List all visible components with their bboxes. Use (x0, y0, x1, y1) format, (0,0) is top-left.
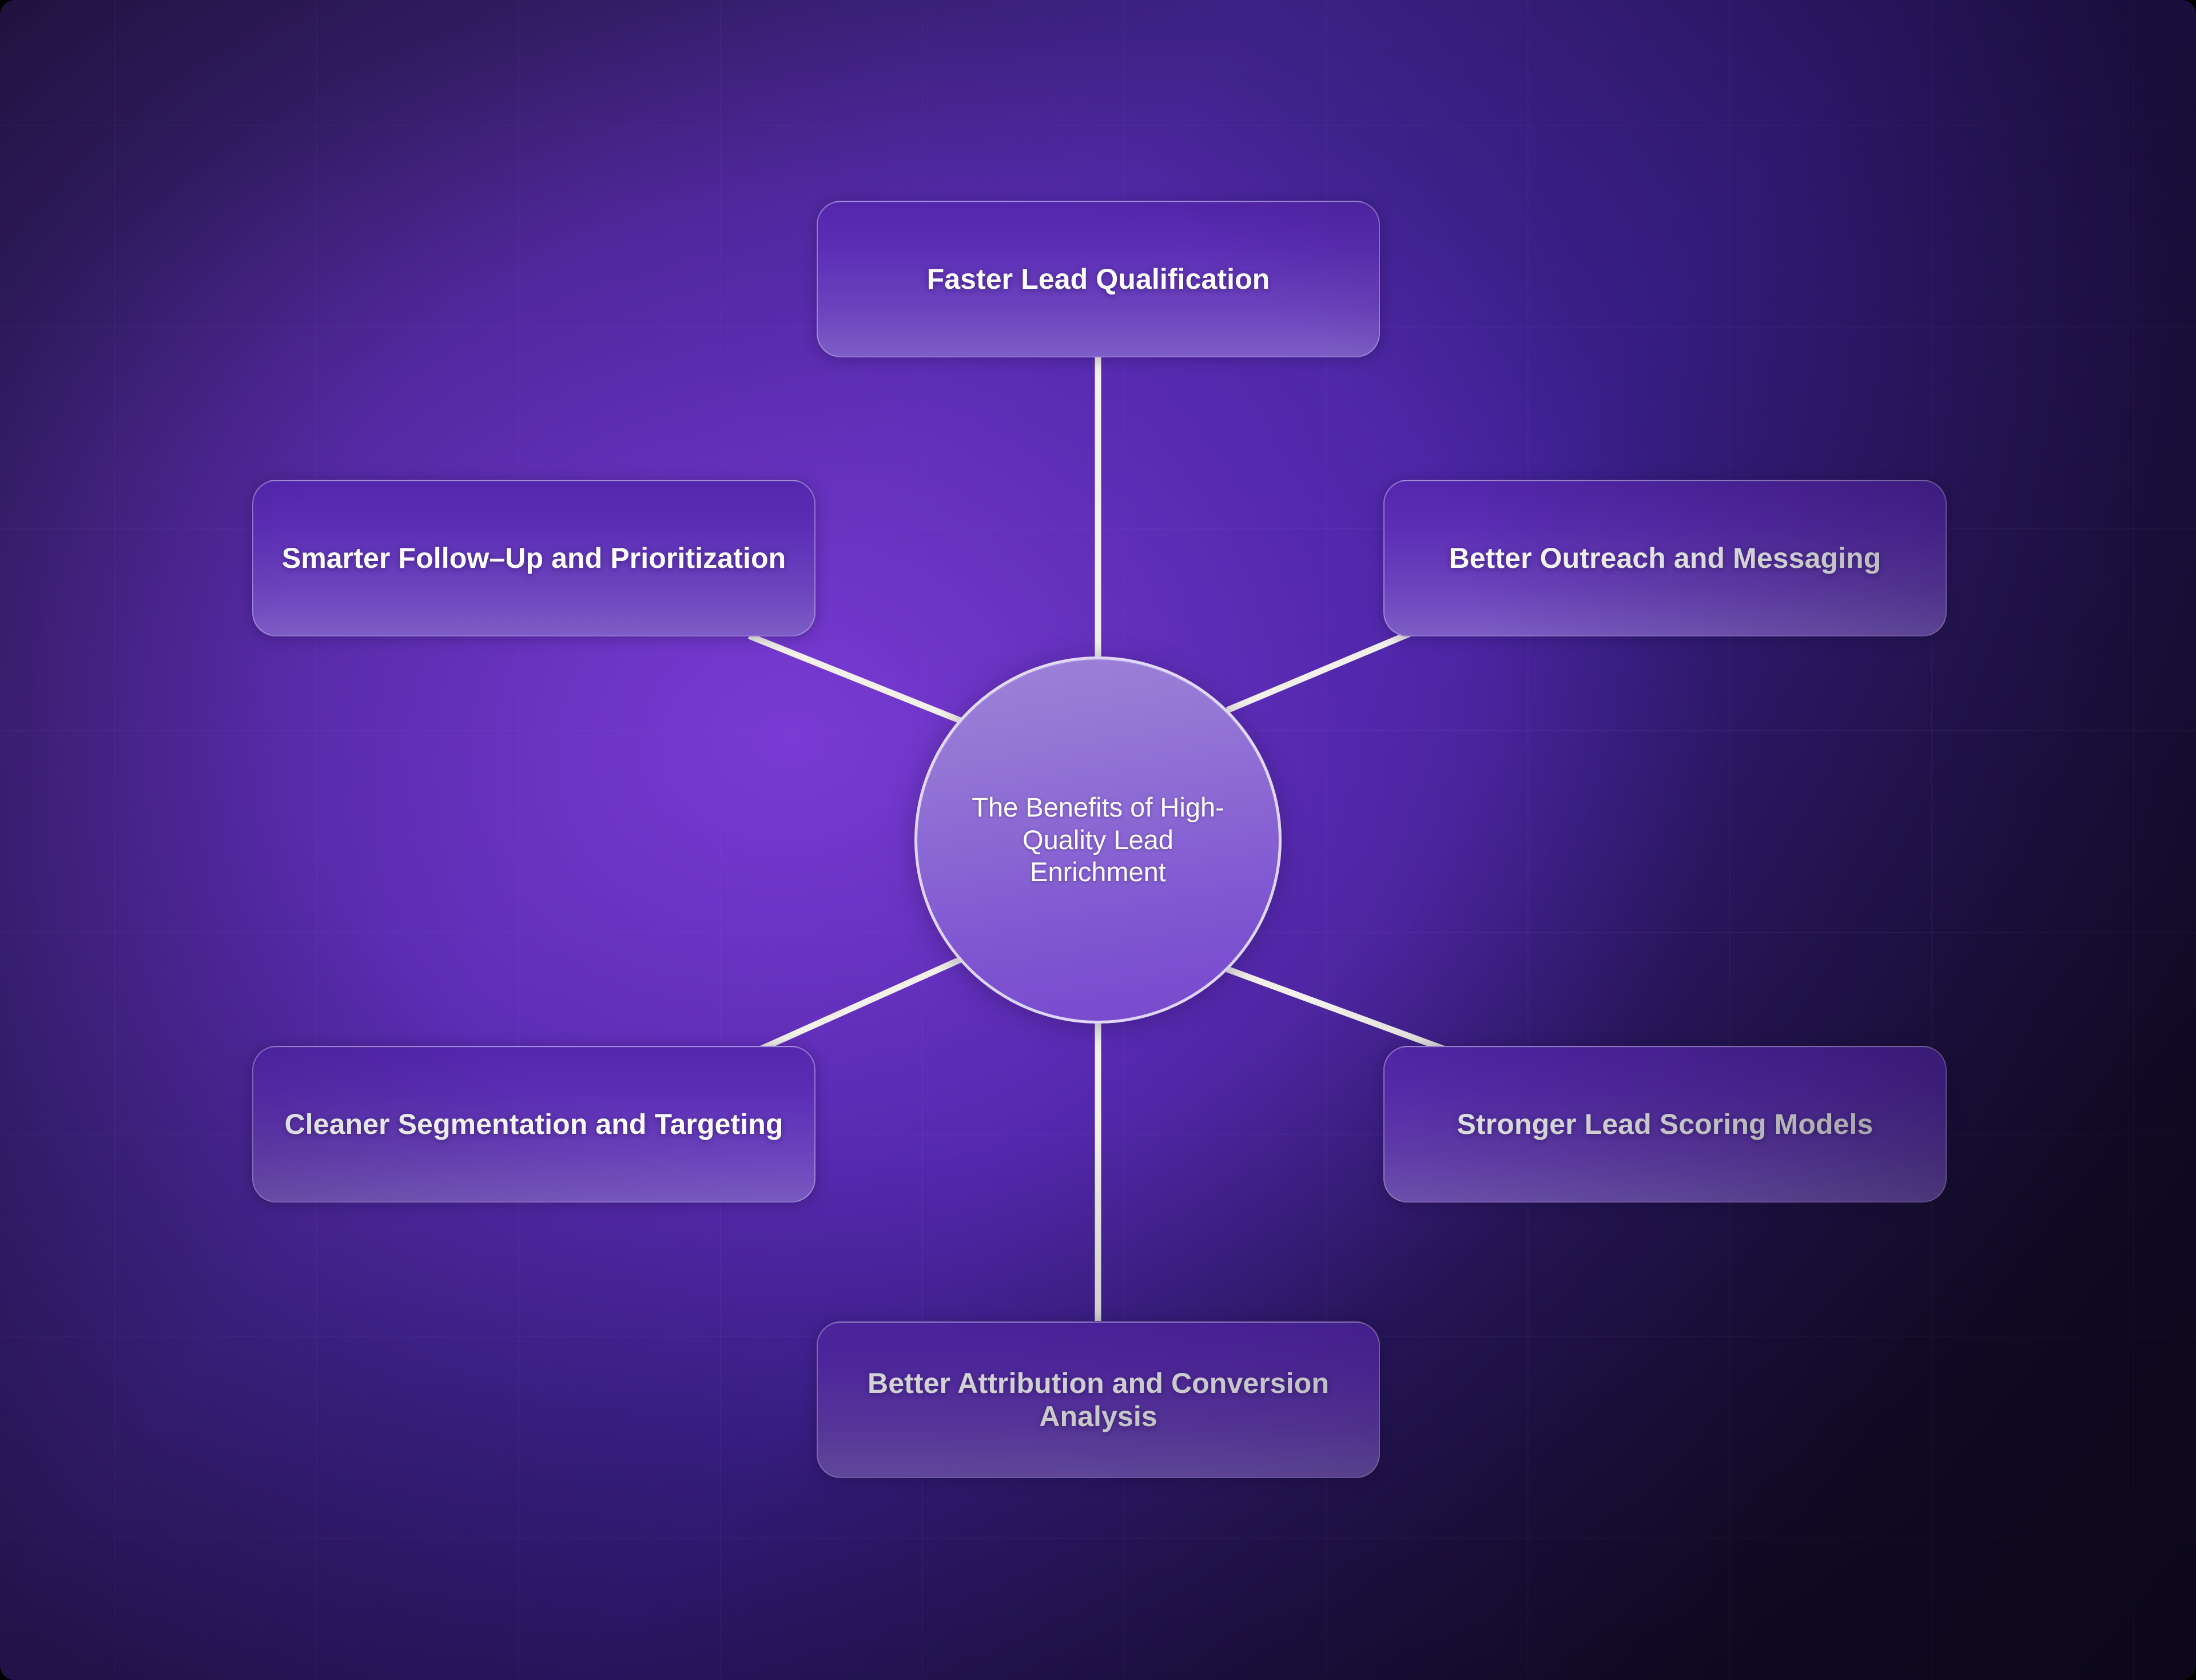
node-label: Smarter Follow–Up and Prioritization (281, 542, 786, 574)
node-label: Stronger Lead Scoring Models (1457, 1108, 1873, 1140)
node-label: Better Outreach and Messaging (1449, 542, 1881, 574)
node-label: Cleaner Segmentation and Targeting (284, 1108, 783, 1140)
node-cleaner-segmentation-and-targeting[interactable]: Cleaner Segmentation and Targeting (252, 1046, 815, 1203)
connector-center-to-stronger-lead-scoring-models (1226, 966, 1445, 1052)
node-stronger-lead-scoring-models[interactable]: Stronger Lead Scoring Models (1383, 1046, 1947, 1203)
connector-center-to-cleaner-segmentation-and-targeting (757, 953, 970, 1053)
node-better-outreach-and-messaging[interactable]: Better Outreach and Messaging (1383, 480, 1947, 636)
center-hub-label: The Benefits of High-Quality Lead Enrich… (972, 792, 1224, 887)
node-label: Faster Lead Qualification (926, 262, 1270, 295)
node-smarter-follow-up-and-prioritization[interactable]: Smarter Follow–Up and Prioritization (252, 480, 815, 636)
connector-center-to-better-outreach-and-messaging (1226, 629, 1414, 714)
node-label: Better Attribution and Conversion Analys… (867, 1367, 1329, 1433)
connector-center-to-smarter-follow-up-and-prioritization (747, 632, 970, 727)
node-better-attribution-and-conversion[interactable]: Better Attribution and Conversion Analys… (817, 1321, 1380, 1478)
center-hub-node[interactable]: The Benefits of High-Quality Lead Enrich… (914, 656, 1282, 1024)
node-faster-lead-qualification[interactable]: Faster Lead Qualification (817, 201, 1380, 357)
